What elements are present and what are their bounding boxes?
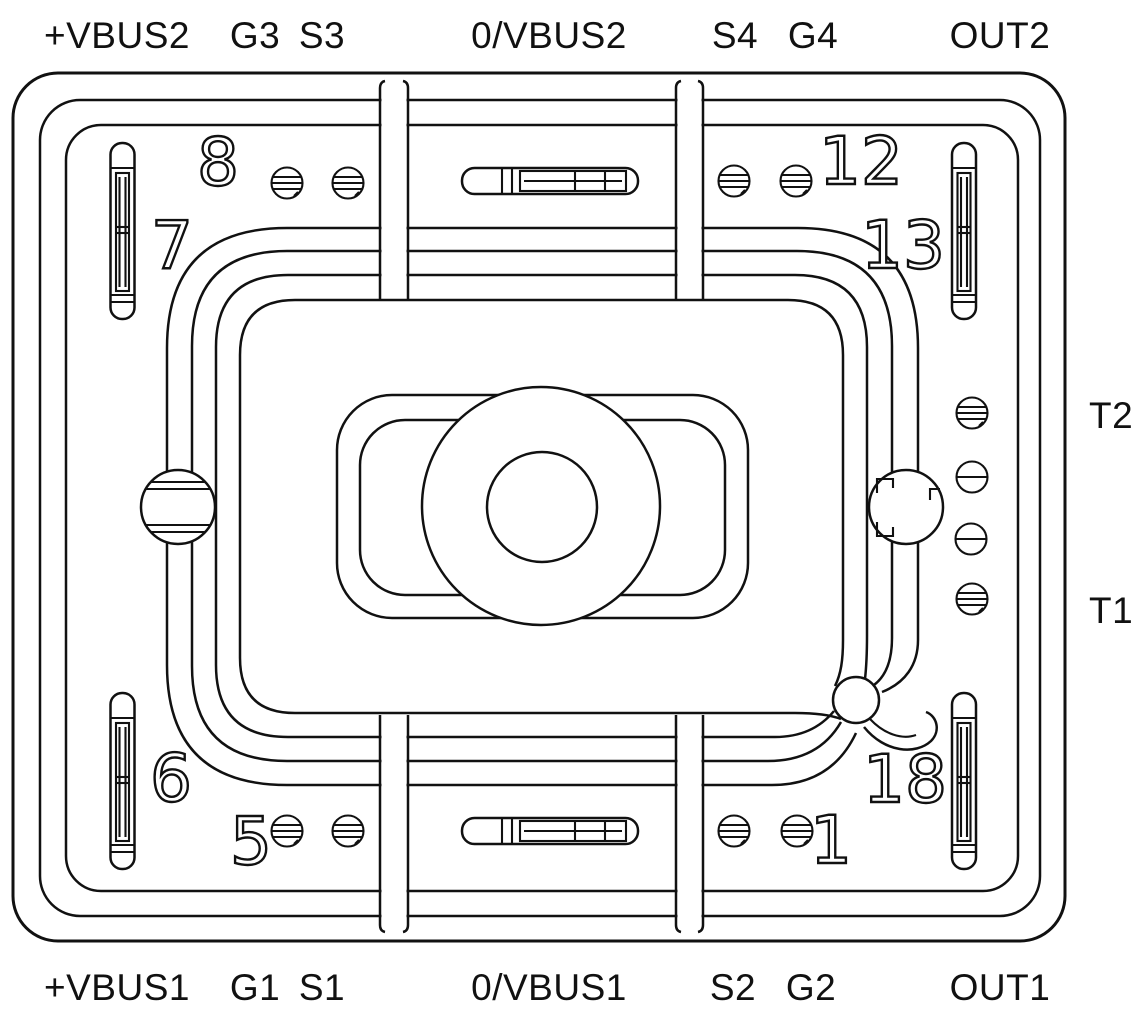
terminal-slot-0vbus2 — [460, 166, 640, 196]
bushing-notch — [875, 477, 895, 493]
slit-wall — [378, 715, 386, 934]
case-outer-edge — [11, 71, 1067, 943]
boss-circle — [420, 385, 662, 627]
right-labels: T2 T1 — [1089, 395, 1133, 631]
screw-terminal-g1 — [270, 814, 304, 848]
label-g2: G2 — [786, 967, 836, 1008]
terminal-slot-vbus1 — [109, 691, 136, 871]
busbar-track — [165, 226, 938, 787]
track-ring-inner — [238, 298, 845, 721]
pin-number-8: 8 — [197, 124, 239, 201]
right-bushing — [867, 468, 945, 546]
terminal-slot-out1 — [950, 691, 978, 871]
label-s4: S4 — [712, 15, 758, 56]
pin-number-1: 1 — [810, 802, 852, 879]
label-0vbus2: 0/VBUS2 — [471, 15, 627, 56]
screw-terminal-aux-1 — [955, 460, 989, 494]
left-bushing — [139, 468, 217, 546]
terminal-slot-vbus2 — [109, 141, 136, 321]
screw-terminal-s3 — [331, 166, 365, 200]
bottom-labels: +VBUS1 G1 S1 0/VBUS1 S2 G2 OUT1 — [44, 967, 1050, 1008]
screw-terminal-s4 — [717, 164, 751, 198]
label-vbus1-plus: +VBUS1 — [44, 967, 190, 1008]
screw-terminal-g3 — [270, 166, 304, 200]
pin-number-6: 6 — [150, 740, 192, 817]
case-middle-rim — [38, 98, 1042, 918]
label-s1: S1 — [299, 967, 345, 1008]
terminal-slot-0vbus1 — [460, 816, 640, 846]
screw-terminal-s1 — [331, 814, 365, 848]
pin-number-18: 18 — [863, 741, 947, 818]
screw-terminal-t1 — [955, 582, 989, 616]
label-g3: G3 — [230, 15, 280, 56]
pin-number-7: 7 — [151, 207, 193, 284]
central-boss — [335, 385, 750, 627]
slit-wall — [674, 715, 682, 934]
label-t1: T1 — [1089, 590, 1133, 631]
terminal-slot-out2 — [950, 141, 978, 321]
label-g1: G1 — [230, 967, 280, 1008]
bushing-notch — [875, 522, 895, 538]
pin-number-13: 13 — [861, 207, 945, 284]
track-tail-inner — [869, 718, 917, 738]
pin-number-12: 12 — [819, 123, 903, 200]
label-t2: T2 — [1089, 395, 1133, 436]
boss-bore — [485, 450, 599, 564]
slit-wall — [697, 715, 705, 934]
label-s2: S2 — [710, 967, 756, 1008]
track-ring-2 — [190, 249, 894, 763]
bushing-notch — [928, 487, 940, 500]
screw-terminal-g2 — [780, 814, 814, 848]
case-outline — [11, 71, 1067, 943]
screw-terminal-t2 — [955, 396, 989, 430]
label-vbus2-plus: +VBUS2 — [44, 15, 190, 56]
label-out1: OUT1 — [950, 967, 1051, 1008]
label-out2: OUT2 — [950, 15, 1051, 56]
slit-wall — [674, 79, 682, 300]
label-g4: G4 — [788, 15, 838, 56]
slit-wall — [402, 715, 410, 934]
case-slits — [378, 79, 705, 934]
label-s3: S3 — [299, 15, 345, 56]
track-end-post — [831, 675, 881, 725]
slit-wall — [378, 79, 386, 300]
slit-wall — [402, 79, 410, 300]
screw-terminal-g4 — [779, 164, 813, 198]
screw-terminal-s2 — [717, 814, 751, 848]
label-0vbus1: 0/VBUS1 — [471, 967, 627, 1008]
pin-numbers: 8 7 12 13 6 5 1 18 — [149, 122, 948, 881]
pin-number-5: 5 — [230, 803, 272, 880]
case-inner-rim — [64, 123, 1020, 893]
screw-terminal-aux-2 — [954, 522, 988, 556]
top-labels: +VBUS2 G3 S3 0/VBUS2 S4 G4 OUT2 — [44, 15, 1050, 56]
slit-wall — [697, 79, 705, 300]
track-tail-outer — [863, 710, 938, 751]
